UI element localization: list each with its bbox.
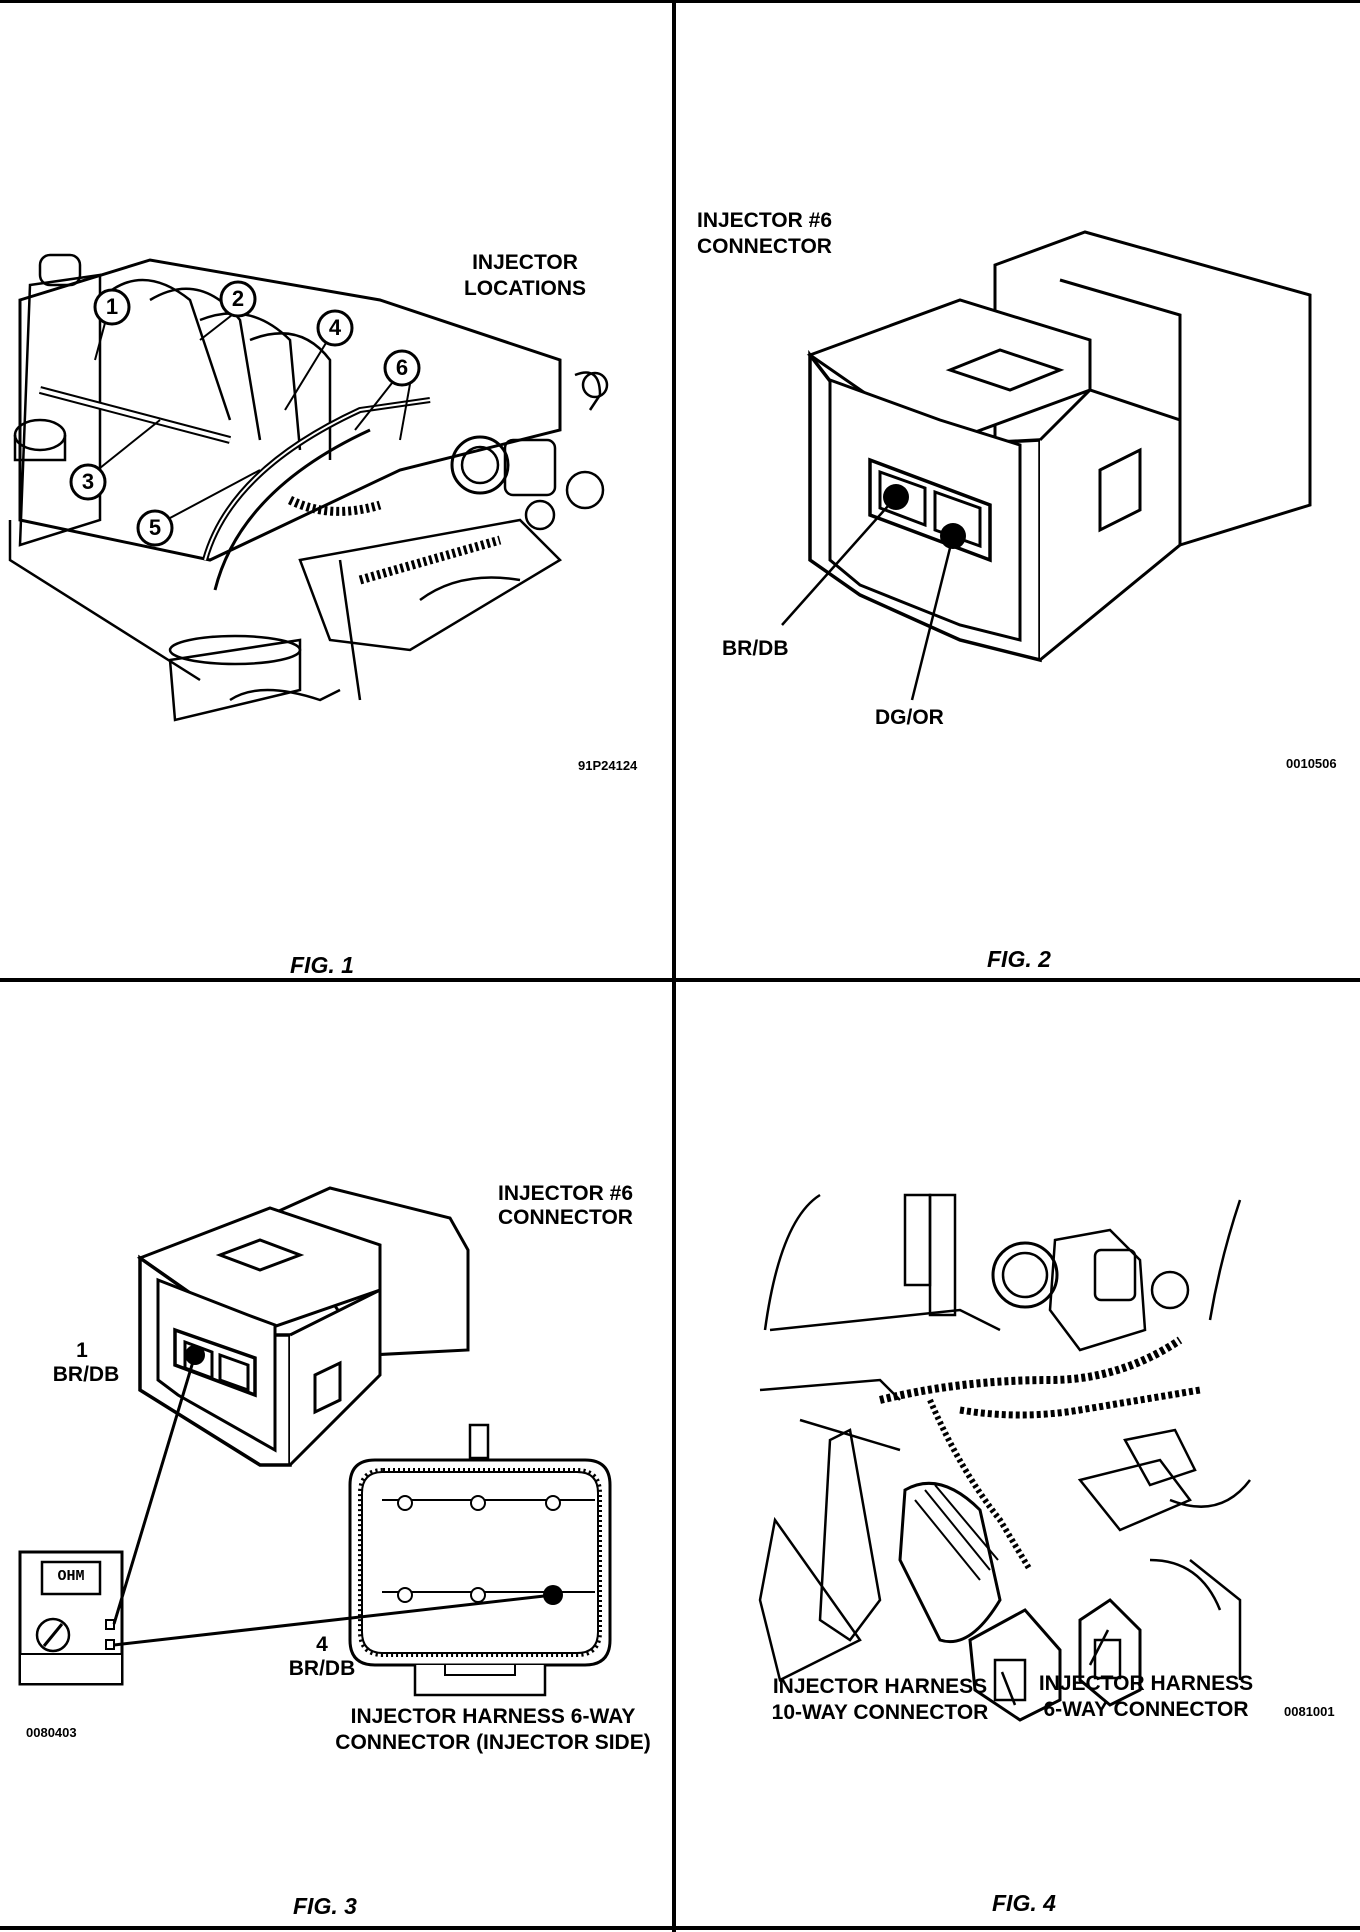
fig3-harness-pins xyxy=(397,1495,561,1603)
fig4-label-10way-line2: 10-WAY CONNECTOR xyxy=(771,1701,989,1724)
fig3-pin4-number: 4 xyxy=(316,1633,328,1656)
fig3-pin4-wire: BR/DB xyxy=(288,1657,356,1680)
fig1-engine-illustration xyxy=(8,253,609,722)
fig3-title-line2: CONNECTOR xyxy=(498,1206,633,1229)
fig2-title-line2: CONNECTOR xyxy=(697,235,832,258)
fig4-label-10way-line1: INJECTOR HARNESS xyxy=(772,1675,988,1698)
fig1-callout-4: 4 xyxy=(328,315,342,340)
fig1-callout-6: 6 xyxy=(395,355,409,380)
fig4-label-6way-line1: INJECTOR HARNESS xyxy=(1038,1672,1254,1695)
fig2-wire-br-db: BR/DB xyxy=(722,637,789,660)
fig3-harness-connector xyxy=(348,1423,612,1697)
fig2-caption: FIG. 2 xyxy=(987,946,1051,972)
fig3-pin1-wire: BR/DB xyxy=(52,1363,120,1386)
fig2-leader-lines xyxy=(781,496,955,701)
fig4-leader-lines xyxy=(1000,1629,1110,1706)
fig1-title-line1: INJECTOR xyxy=(472,251,578,274)
fig4-figure-code: 0081001 xyxy=(1284,1704,1335,1719)
fig4-label-6way-line2: 6-WAY CONNECTOR xyxy=(1043,1698,1249,1721)
fig1-figure-code: 91P24124 xyxy=(578,758,638,773)
ohmmeter-display: OHM xyxy=(57,1568,85,1585)
fig1-callout-2: 2 xyxy=(231,286,245,311)
fig1-title-line2: LOCATIONS xyxy=(463,277,587,300)
fig3-caption: FIG. 3 xyxy=(293,1893,357,1919)
ohmmeter-icon xyxy=(18,1550,124,1686)
fig1-callout-circles xyxy=(69,280,421,547)
fig1-callout-3: 3 xyxy=(81,469,95,494)
fig2-title-line1: INJECTOR #6 xyxy=(697,209,832,232)
fig1-callout-5: 5 xyxy=(148,515,162,540)
fig1-caption: FIG. 1 xyxy=(290,952,354,978)
fig3-test-leads xyxy=(112,1354,554,1647)
fig3-connector-illustration xyxy=(136,1186,470,1467)
fig3-title-line1: INJECTOR #6 xyxy=(498,1182,633,1205)
fig3-harness-label-line2: CONNECTOR (INJECTOR SIDE) xyxy=(335,1731,651,1754)
fig2-figure-code: 0010506 xyxy=(1286,756,1337,771)
fig1-callout-1: 1 xyxy=(105,294,119,319)
fig2-wire-dg-or: DG/OR xyxy=(875,706,944,729)
fig2-connector-illustration xyxy=(806,230,1312,663)
fig3-pin1-number: 1 xyxy=(76,1339,88,1362)
fig3-harness-label-line1: INJECTOR HARNESS 6-WAY xyxy=(350,1705,636,1728)
fig4-caption: FIG. 4 xyxy=(992,1890,1056,1916)
fig1-leader-lines xyxy=(94,314,411,519)
fig4-engine-illustration xyxy=(758,1193,1251,1722)
fig3-figure-code: 0080403 xyxy=(26,1725,77,1740)
